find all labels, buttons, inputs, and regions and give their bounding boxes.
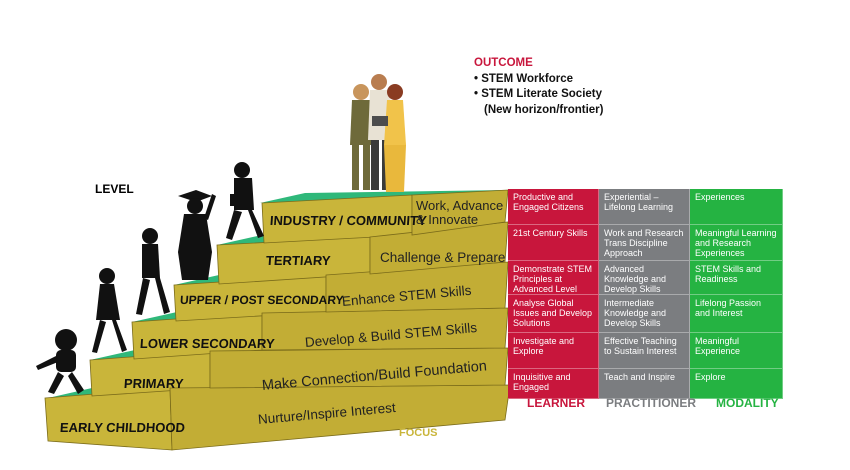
table-cell: Advanced Knowledge and Develop Skills: [599, 261, 690, 295]
level-label-primary: PRIMARY: [123, 376, 184, 391]
level-label-early-childhood: EARLY CHILDHOOD: [59, 420, 186, 435]
adults-group-figure: [350, 74, 406, 192]
table-cell: Experiences: [690, 189, 783, 225]
attributes-table: Productive and Engaged Citizens Experien…: [508, 189, 783, 399]
girl-silhouette: [92, 268, 127, 353]
step-side-6: [411, 189, 509, 236]
table-cell: Teach and Inspire: [599, 369, 690, 399]
focus-heading: FOCUS: [399, 427, 438, 439]
column-label-learner: LEARNER: [527, 396, 586, 410]
table-cell: Inquisitive and Engaged: [508, 369, 599, 399]
table-cell: Intermediate Knowledge and Develop Skill…: [599, 295, 690, 333]
table-cell: Effective Teaching to Sustain Interest: [599, 333, 690, 369]
table-cell: 21st Century Skills: [508, 225, 599, 261]
focus-label-industry-community: Work, Advance & Innovate: [416, 198, 504, 227]
table-cell: Investigate and Explore: [508, 333, 599, 369]
outcome-title: OUTCOME: [474, 57, 533, 69]
table-cell: STEM Skills and Readiness: [690, 261, 783, 295]
professional-silhouette: [226, 162, 264, 240]
level-label-lower-secondary: LOWER SECONDARY: [139, 336, 276, 351]
column-label-practitioner: PRACTITIONER: [606, 396, 696, 410]
table-cell: Explore: [690, 369, 783, 399]
focus-label-tertiary: Challenge & Prepare: [380, 250, 506, 265]
step-face-1: [44, 387, 173, 451]
table-cell: Experiential – Lifelong Learning: [599, 189, 690, 225]
table-cell: Productive and Engaged Citizens: [508, 189, 599, 225]
boy-silhouette: [136, 228, 170, 315]
child-silhouette: [36, 329, 84, 394]
outcome-block: OUTCOME • STEM Workforce • STEM Literate…: [474, 56, 603, 118]
level-heading: LEVEL: [95, 182, 134, 196]
outcome-item: (New horizon/frontier): [484, 103, 604, 116]
level-label-industry-community: INDUSTRY / COMMUNITY: [269, 213, 428, 228]
table-cell: Work and Research Trans Discipline Appro…: [599, 225, 690, 261]
table-cell: Lifelong Passion and Interest: [690, 295, 783, 333]
column-label-modality: MODALITY: [716, 396, 779, 410]
table-cell: Meaningful Learning and Research Experie…: [690, 225, 783, 261]
table-cell: Analyse Global Issues and Develop Soluti…: [508, 295, 599, 333]
table-cell: Meaningful Experience: [690, 333, 783, 369]
outcome-item: • STEM Workforce: [474, 72, 574, 85]
table-cell: Demonstrate STEM Principles at Advanced …: [508, 261, 599, 295]
outcome-item: • STEM Literate Society: [474, 88, 603, 101]
level-label-upper-post-secondary: UPPER / POST SECONDARY: [179, 293, 345, 307]
graduate-silhouette: [178, 190, 216, 280]
level-label-tertiary: TERTIARY: [265, 253, 332, 268]
